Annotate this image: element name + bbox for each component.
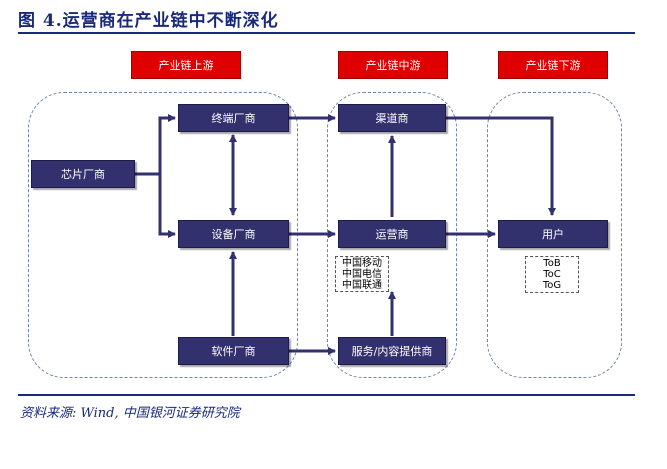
user-types-list: ToB ToC ToG <box>525 256 579 293</box>
user-type-item: ToG <box>542 280 562 291</box>
arrow-chip-device <box>158 174 176 238</box>
arrow-channel-user <box>446 116 556 216</box>
user-type-item: ToB <box>543 258 561 269</box>
operator-item: 中国移动 <box>342 257 382 269</box>
user-type-item: ToC <box>543 269 561 280</box>
operator-item: 中国联通 <box>342 279 382 291</box>
operator-item: 中国电信 <box>342 268 382 280</box>
service-provider-node: 服务/内容提供商 <box>338 337 446 365</box>
chip-vendor-node: 芯片厂商 <box>31 160 135 188</box>
source-note: 资料来源: Wind, 中国银河证券研究院 <box>20 406 240 421</box>
channel-node: 渠道商 <box>338 104 446 132</box>
stage-upstream-label: 产业链上游 <box>131 51 241 79</box>
operators-list: 中国移动 中国电信 中国联通 <box>335 256 389 292</box>
user-node: 用户 <box>498 220 608 248</box>
title-rule <box>18 32 635 34</box>
figure-title: 图 4.运营商在产业链中不断深化 <box>18 11 279 31</box>
terminal-vendor-node: 终端厂商 <box>178 104 289 132</box>
operator-node: 运营商 <box>338 220 446 248</box>
source-rule <box>18 394 635 396</box>
software-vendor-node: 软件厂商 <box>178 337 289 365</box>
device-vendor-node: 设备厂商 <box>178 220 289 248</box>
stage-downstream-label: 产业链下游 <box>498 51 608 79</box>
stage-midstream-label: 产业链中游 <box>338 51 448 79</box>
arrow-chip-terminal <box>135 114 176 176</box>
